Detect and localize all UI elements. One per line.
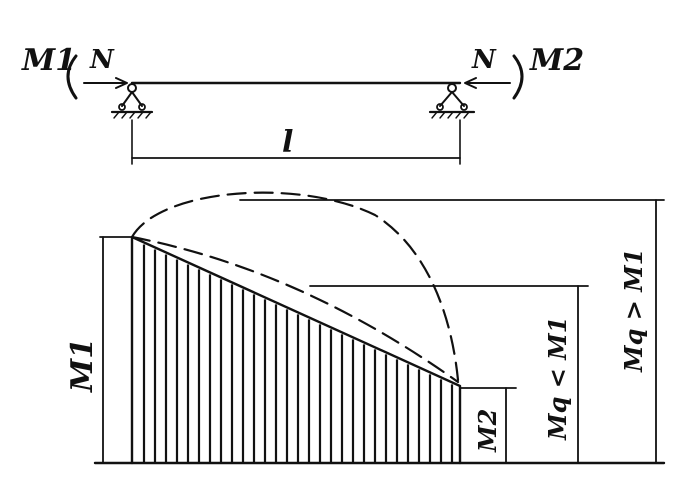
dashed-curve-mq-less (130, 235, 460, 384)
label-m1-top: M1 (21, 43, 76, 78)
moment-area-outline (130, 235, 462, 465)
left-moment-arc (66, 54, 78, 100)
diagram-hatching (142, 244, 454, 463)
right-support (428, 83, 476, 119)
span-dimension (131, 119, 461, 165)
left-support (110, 83, 154, 119)
label-span: l (282, 125, 293, 160)
beam-schematic: M1 N N M2 l (21, 43, 584, 165)
label-m1-side: M1 (65, 338, 100, 393)
label-m2-side: M2 (473, 409, 502, 453)
label-mq-less: Mq < M1 (543, 317, 572, 441)
label-mq-greater: Mq > M1 (619, 249, 648, 373)
label-n-left: N (89, 45, 115, 75)
right-moment-arc (512, 54, 524, 100)
dashed-curve-mq-greater (130, 191, 460, 382)
moment-diagram: M1 M2 Mq < M1 Mq > M1 (65, 191, 666, 465)
label-n-right: N (471, 45, 497, 75)
left-axial-arrow (83, 77, 128, 89)
label-m2-top: M2 (529, 43, 584, 78)
right-axial-arrow (464, 77, 511, 89)
